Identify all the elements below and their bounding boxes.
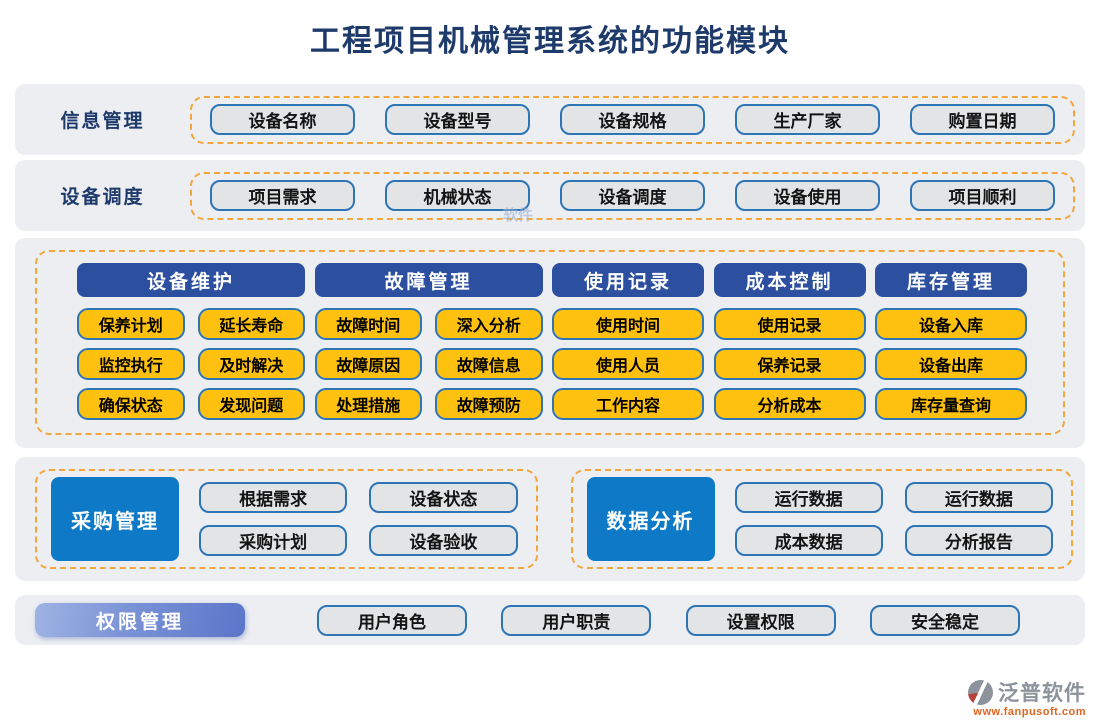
header-inventory-management[interactable]: 库存管理: [875, 263, 1027, 297]
button-project-demand[interactable]: 项目需求: [210, 180, 355, 211]
button-device-spec[interactable]: 设备规格: [560, 104, 705, 135]
section-procurement-analysis: 采购管理 根据需求 设备状态 采购计划 设备验收 数据分析 运行数据 运行数据 …: [15, 457, 1085, 581]
brand-name: 泛普软件: [998, 681, 1086, 705]
header-fault-management[interactable]: 故障管理: [314, 263, 543, 297]
button-fault-cause[interactable]: 故障原因: [314, 348, 422, 380]
section-info-label: 信息管理: [60, 111, 145, 132]
button-purchase-date[interactable]: 购置日期: [910, 104, 1055, 135]
permission-buttons: 用户角色 用户职责 设置权限 安全稳定: [317, 604, 1020, 636]
procurement-group: 采购管理 根据需求 设备状态 采购计划 设备验收: [35, 469, 538, 569]
button-by-demand[interactable]: 根据需求: [199, 482, 348, 513]
button-fault-info[interactable]: 故障信息: [435, 348, 543, 380]
button-stock-query[interactable]: 库存量查询: [875, 388, 1027, 420]
button-ensure-status[interactable]: 确保状态: [77, 388, 185, 420]
brand-url[interactable]: www.fanpusoft.com: [973, 706, 1086, 718]
device-maintenance-buttons: 保养计划 延长寿命 监控执行 及时解决 确保状态 发现问题: [77, 308, 305, 420]
button-procurement-plan[interactable]: 采购计划: [199, 525, 348, 556]
diagram-body: 信息管理 设备名称 设备型号 设备规格 生产厂家 购置日期 设备调度 项目需求 …: [0, 84, 1100, 645]
button-work-content[interactable]: 工作内容: [552, 388, 704, 420]
button-fault-time[interactable]: 故障时间: [314, 308, 422, 340]
button-device-inbound[interactable]: 设备入库: [875, 308, 1027, 340]
button-usage-time[interactable]: 使用时间: [552, 308, 704, 340]
fault-management-buttons: 故障时间 深入分析 故障原因 故障信息 处理措施 故障预防: [314, 308, 543, 420]
inventory-buttons: 设备入库 设备出库 库存量查询: [875, 308, 1027, 420]
column-usage-record: 使用记录 使用时间 使用人员 工作内容: [552, 263, 704, 420]
button-manufacturer[interactable]: 生产厂家: [735, 104, 880, 135]
button-maintenance-plan[interactable]: 保养计划: [77, 308, 185, 340]
header-usage-record[interactable]: 使用记录: [552, 263, 704, 297]
button-device-dispatch[interactable]: 设备调度: [560, 180, 705, 211]
button-cost-data[interactable]: 成本数据: [734, 525, 883, 556]
section-dispatch-group: 项目需求 机械状态 设备调度 设备使用 项目顺利: [190, 171, 1075, 220]
button-usage-record[interactable]: 使用记录: [713, 308, 866, 340]
header-cost-control[interactable]: 成本控制: [713, 263, 866, 297]
button-operation-data-2[interactable]: 运行数据: [904, 482, 1053, 513]
section-permission: 权限管理 用户角色 用户职责 设置权限 安全稳定: [15, 595, 1085, 645]
button-project-smooth[interactable]: 项目顺利: [910, 180, 1055, 211]
analysis-group: 数据分析 运行数据 运行数据 成本数据 分析报告: [570, 469, 1073, 569]
section-dispatch-label: 设备调度: [60, 187, 145, 208]
button-device-model[interactable]: 设备型号: [385, 104, 530, 135]
permission-label-pill[interactable]: 权限管理: [35, 603, 245, 637]
button-monitor-execution[interactable]: 监控执行: [77, 348, 185, 380]
button-timely-solve[interactable]: 及时解决: [197, 348, 305, 380]
section-device-dispatch: 设备调度 项目需求 机械状态 设备调度 设备使用 项目顺利: [15, 160, 1085, 231]
modules-group: 设备维护 保养计划 延长寿命 监控执行 及时解决 确保状态 发现问题 故障管理 …: [35, 250, 1065, 435]
button-device-status[interactable]: 设备状态: [369, 482, 518, 513]
button-fault-prevention[interactable]: 故障预防: [435, 388, 543, 420]
button-cost-analysis[interactable]: 分析成本: [713, 388, 866, 420]
button-safe-stable[interactable]: 安全稳定: [869, 604, 1020, 636]
procurement-label-box[interactable]: 采购管理: [51, 477, 179, 561]
cost-control-buttons: 使用记录 保养记录 分析成本: [713, 308, 866, 420]
button-find-problems[interactable]: 发现问题: [197, 388, 305, 420]
section-info-group: 设备名称 设备型号 设备规格 生产厂家 购置日期: [190, 95, 1075, 144]
button-usage-personnel[interactable]: 使用人员: [552, 348, 704, 380]
button-device-usage[interactable]: 设备使用: [735, 180, 880, 211]
button-device-name[interactable]: 设备名称: [210, 104, 355, 135]
column-fault-management: 故障管理 故障时间 深入分析 故障原因 故障信息 处理措施 故障预防: [314, 263, 543, 420]
page-title: 工程项目机械管理系统的功能模块: [310, 25, 790, 58]
footer-brand: 泛普软件 www.fanpusoft.com: [968, 677, 1086, 718]
button-extend-life[interactable]: 延长寿命: [197, 308, 305, 340]
button-machine-status[interactable]: 机械状态: [385, 180, 530, 211]
procurement-buttons: 根据需求 设备状态 采购计划 设备验收: [193, 482, 524, 556]
button-set-permission[interactable]: 设置权限: [685, 604, 836, 636]
button-maintenance-record[interactable]: 保养记录: [713, 348, 866, 380]
button-device-outbound[interactable]: 设备出库: [875, 348, 1027, 380]
button-device-acceptance[interactable]: 设备验收: [369, 525, 518, 556]
usage-record-buttons: 使用时间 使用人员 工作内容: [552, 308, 704, 420]
section-modules: 设备维护 保养计划 延长寿命 监控执行 及时解决 确保状态 发现问题 故障管理 …: [15, 238, 1085, 448]
button-handling-measures[interactable]: 处理措施: [314, 388, 422, 420]
column-cost-control: 成本控制 使用记录 保养记录 分析成本: [713, 263, 866, 420]
button-user-duty[interactable]: 用户职责: [501, 604, 652, 636]
column-inventory-management: 库存管理 设备入库 设备出库 库存量查询: [875, 263, 1027, 420]
column-device-maintenance: 设备维护 保养计划 延长寿命 监控执行 及时解决 确保状态 发现问题: [77, 263, 305, 420]
button-analysis-report[interactable]: 分析报告: [904, 525, 1053, 556]
button-user-role[interactable]: 用户角色: [317, 604, 467, 636]
section-info-management: 信息管理 设备名称 设备型号 设备规格 生产厂家 购置日期: [15, 84, 1085, 155]
header-device-maintenance[interactable]: 设备维护: [77, 263, 305, 297]
analysis-label-box[interactable]: 数据分析: [586, 477, 715, 561]
button-deep-analysis[interactable]: 深入分析: [435, 308, 543, 340]
fanpu-logo-icon: [968, 679, 993, 705]
analysis-buttons: 运行数据 运行数据 成本数据 分析报告: [729, 482, 1060, 556]
button-operation-data-1[interactable]: 运行数据: [734, 482, 883, 513]
